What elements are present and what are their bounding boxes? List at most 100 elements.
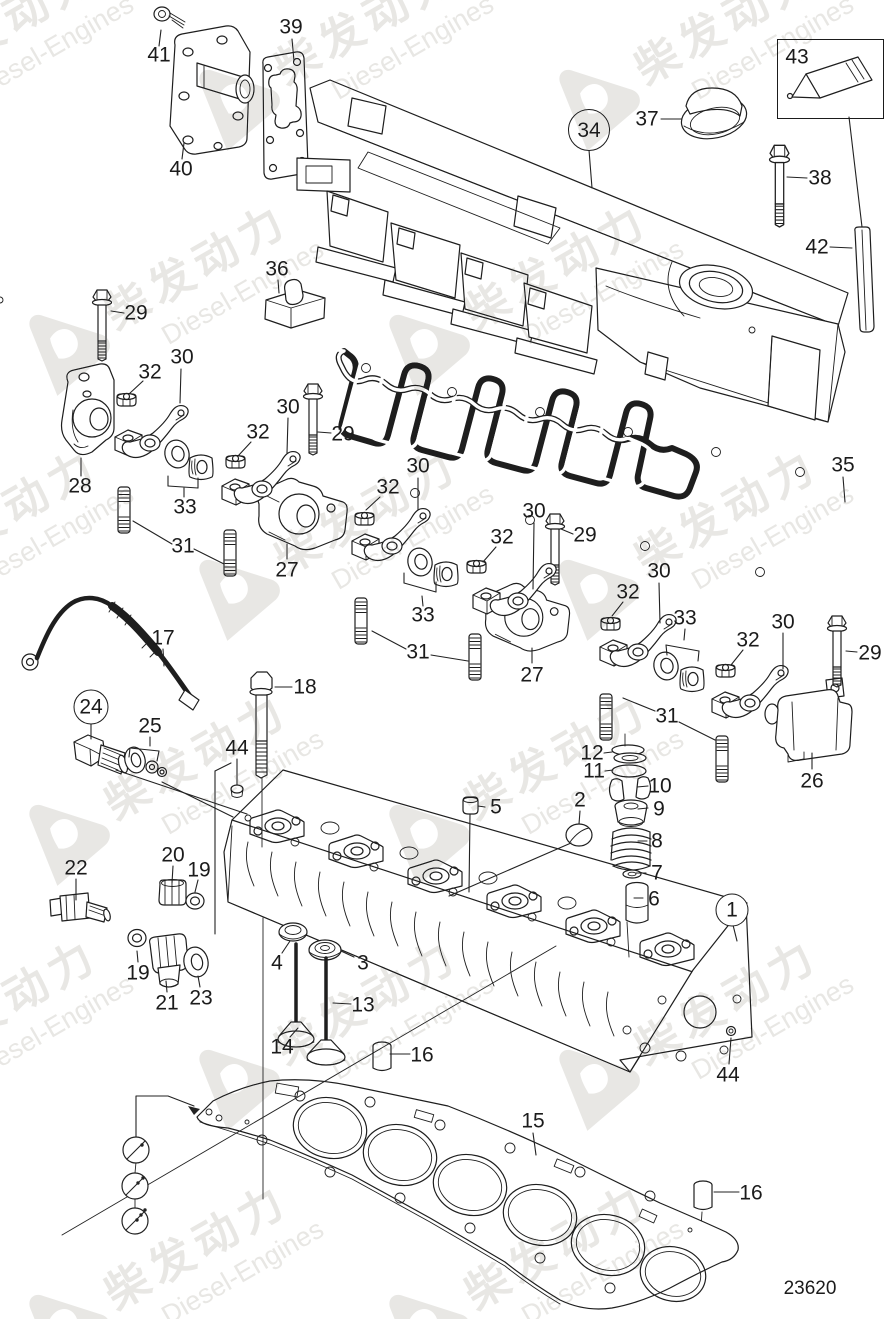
callout-20: 20 <box>161 843 185 867</box>
callout-32: 32 <box>376 475 400 499</box>
leader-line <box>340 950 355 958</box>
leader-line <box>237 441 252 457</box>
leader-line <box>165 980 168 993</box>
callout-42: 42 <box>805 235 829 259</box>
callout-16: 16 <box>410 1043 434 1067</box>
leader-line <box>637 807 649 810</box>
leader-line <box>403 582 437 593</box>
seal-ring-7 <box>622 869 642 879</box>
callout-6: 6 <box>648 887 660 911</box>
leader-line <box>129 747 160 752</box>
rocker-bracket-27 <box>257 477 348 551</box>
callout-16: 16 <box>739 1181 763 1205</box>
leader-line <box>158 29 162 47</box>
callout-37: 37 <box>635 107 659 131</box>
leader-line <box>179 368 182 404</box>
callout-44: 44 <box>225 736 249 760</box>
leader-line <box>125 1176 145 1196</box>
callout-41: 41 <box>147 43 171 67</box>
callout-33: 33 <box>673 606 697 630</box>
leader-line <box>697 650 700 662</box>
leader-line <box>132 520 173 545</box>
leader-line <box>128 747 131 758</box>
callout-25: 25 <box>138 714 162 738</box>
spring-seat-4 <box>278 922 308 942</box>
thickness-dot <box>139 1213 143 1217</box>
rubber-pad-36 <box>264 278 326 329</box>
leader-line <box>665 644 700 652</box>
callout-24: 24 <box>73 689 109 725</box>
valve-13 <box>306 956 346 1066</box>
leader-line <box>317 431 332 434</box>
leader-line <box>603 751 613 754</box>
callout-30: 30 <box>170 345 194 369</box>
callout-19: 19 <box>126 961 150 985</box>
cylinder-head-bolt-18 <box>249 671 273 779</box>
leader-line <box>171 865 174 884</box>
callout-21: 21 <box>155 991 179 1015</box>
leader-line <box>162 648 165 667</box>
callout-18: 18 <box>293 675 317 699</box>
callout-8: 8 <box>651 829 663 853</box>
valve-cover-gasket-35 <box>295 343 805 577</box>
leader-line <box>365 496 381 511</box>
washer-19a <box>185 892 205 910</box>
callout-23: 23 <box>189 986 213 1010</box>
valve-cover-34 <box>0 79 849 423</box>
thickness-dot <box>136 1181 140 1185</box>
leader-line <box>683 628 686 641</box>
screw-41 <box>153 6 186 29</box>
leader-line <box>482 546 497 563</box>
leader-line <box>845 650 858 653</box>
callout-17: 17 <box>151 626 175 650</box>
callout-33: 33 <box>411 603 435 627</box>
sensor-wire-17 <box>21 595 200 711</box>
callout-32: 32 <box>138 360 162 384</box>
callout-box-43 <box>777 39 884 119</box>
callout-31: 31 <box>406 640 430 664</box>
leader-line <box>786 176 808 179</box>
plug-44b <box>725 1025 737 1037</box>
leader-line <box>658 582 661 624</box>
callout-27: 27 <box>520 663 544 687</box>
leader-line <box>289 1027 299 1038</box>
callout-29: 29 <box>331 422 355 446</box>
leader-line <box>732 924 738 942</box>
leader-line <box>421 595 424 607</box>
callout-30: 30 <box>771 610 795 634</box>
callout-32: 32 <box>736 628 760 652</box>
oil-filler-cap-37 <box>680 87 748 140</box>
callout-29: 29 <box>573 523 597 547</box>
callout-39: 39 <box>279 15 303 39</box>
leader-line <box>214 762 232 772</box>
callout-29: 29 <box>858 641 882 665</box>
sealant-tube-43 <box>786 56 873 100</box>
leader-line <box>277 279 280 294</box>
callout-22: 22 <box>64 856 88 880</box>
thickness-dot <box>135 1218 139 1222</box>
leader-line <box>560 528 574 535</box>
callout-33: 33 <box>173 495 197 519</box>
leader-line <box>665 644 668 656</box>
callout-32: 32 <box>616 580 640 604</box>
thickness-dot <box>141 1176 145 1180</box>
valve-collets-10 <box>608 776 652 802</box>
callout-9: 9 <box>653 797 665 821</box>
callout-14: 14 <box>270 1035 294 1059</box>
sealing-strip-42 <box>854 226 875 333</box>
callout-40: 40 <box>169 157 193 181</box>
callout-28: 28 <box>68 474 92 498</box>
callout-44: 44 <box>716 1063 740 1087</box>
leader-line <box>730 649 744 666</box>
valve-keys-12 <box>611 744 647 764</box>
callout-30: 30 <box>522 499 546 523</box>
callout-34: 34 <box>568 109 610 151</box>
leader-line <box>636 785 649 788</box>
callout-19: 19 <box>187 858 211 882</box>
leader-line <box>848 116 863 228</box>
drawing-number: 23620 <box>783 1278 837 1299</box>
thickness-dot <box>143 1208 147 1212</box>
leader-line <box>430 654 469 662</box>
leader-line <box>136 950 139 963</box>
